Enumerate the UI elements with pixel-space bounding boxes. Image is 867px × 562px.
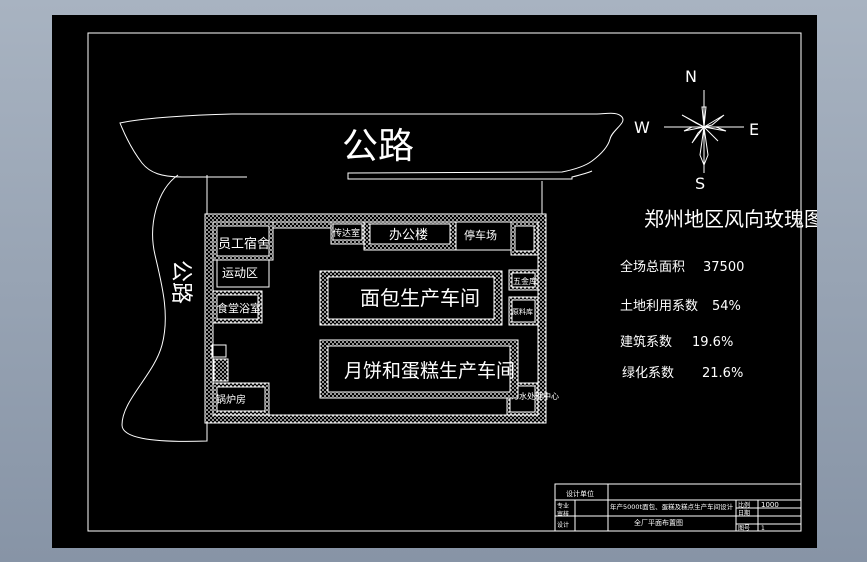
hardware-block: 五金库	[508, 269, 539, 291]
title-block-date-label: 日期	[738, 509, 750, 517]
office-label: 办公楼	[389, 228, 428, 243]
title-block-sheet-value: 1	[761, 525, 765, 532]
drawing-border	[87, 32, 802, 532]
stat-label-area: 全场总面积	[620, 259, 685, 275]
raw-material-label: 原料库	[512, 307, 533, 316]
title-block-drawing-name: 全厂平面布置图	[634, 518, 683, 527]
office-block: 办公楼	[363, 221, 457, 251]
canteen-label: 食堂浴室	[217, 301, 261, 315]
site-plan-drawing: 公路 公路 员工宿舍 运动区 食堂浴室	[87, 32, 817, 532]
dormitory-label: 员工宿舍	[218, 236, 270, 252]
title-block-role-3: 设计	[557, 521, 569, 529]
wind-rose	[664, 90, 744, 173]
title-block-scale-value: 1000	[761, 501, 779, 509]
hardware-label: 五金库	[513, 276, 537, 286]
sports-label: 运动区	[222, 266, 258, 280]
mooncake-workshop-label: 月饼和蛋糕生产车间	[344, 360, 515, 382]
parking-area: 停车场	[455, 221, 512, 251]
compass-w: W	[634, 118, 650, 137]
left-road-outline	[121, 174, 208, 442]
stat-value-green: 21.6%	[702, 366, 743, 381]
sewage-label: 污水处理中心	[511, 391, 559, 401]
title-block-role-1: 专业	[557, 502, 569, 510]
stat-value-building: 19.6%	[692, 335, 733, 350]
boiler-block: 锅炉房	[212, 382, 270, 416]
stat-label-green: 绿化系数	[622, 366, 674, 381]
top-road-outline	[119, 112, 624, 180]
drawing-canvas[interactable]: 公路 公路 员工宿舍 运动区 食堂浴室	[52, 15, 817, 548]
right-small-building-inner	[514, 225, 535, 252]
title-block-scale-label: 比例	[738, 501, 750, 509]
compass-n: N	[685, 67, 697, 86]
stat-value-area: 37500	[703, 260, 744, 275]
bread-workshop-label: 面包生产车间	[360, 286, 480, 310]
title-block	[554, 483, 802, 532]
title-block-role-2: 审核	[557, 510, 569, 518]
stat-value-land: 54%	[712, 299, 741, 314]
compass-s: S	[695, 174, 705, 193]
walkway	[272, 221, 332, 229]
sports-area: 运动区	[216, 259, 270, 288]
top-road-label: 公路	[342, 126, 414, 167]
mooncake-workshop: 月饼和蛋糕生产车间	[319, 339, 519, 399]
left-road-label: 公路	[168, 260, 193, 304]
reception-label: 传达室	[333, 227, 360, 239]
parking-label: 停车场	[464, 228, 497, 242]
small-structure-b	[213, 358, 229, 382]
title-block-sheet-label: 图号	[738, 525, 750, 532]
dormitory-block: 员工宿舍	[212, 221, 274, 261]
raw-material-block: 原料库	[508, 296, 539, 326]
wind-rose-caption: 郑州地区风向玫瑰图	[644, 207, 817, 231]
stat-label-building: 建筑系数	[620, 334, 672, 350]
title-block-design-title: 年产5000t面包、蛋糕及糕点生产车间设计	[610, 502, 734, 511]
boiler-label: 锅炉房	[216, 393, 246, 406]
small-structure-a	[211, 344, 227, 358]
stat-label-land: 土地利用系数	[620, 299, 698, 314]
canteen-block: 食堂浴室	[212, 290, 263, 324]
reception-block: 传达室	[330, 221, 365, 245]
bread-workshop: 面包生产车间	[319, 270, 503, 326]
compass-e: E	[749, 120, 759, 139]
title-block-unit: 设计单位	[566, 489, 594, 498]
